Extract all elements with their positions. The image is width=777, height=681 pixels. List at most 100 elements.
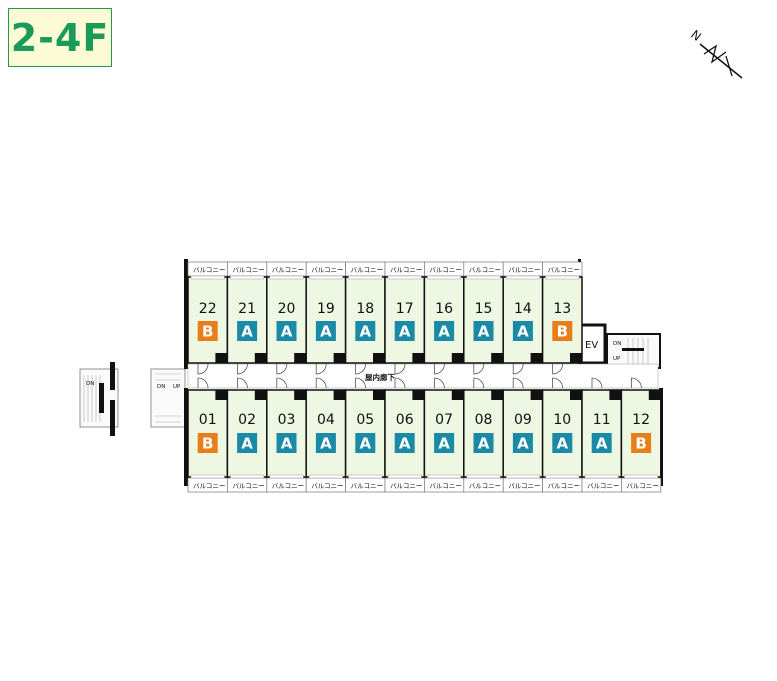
unit-11[interactable]: バルコニー 11A — [581, 377, 623, 493]
balcony-label: バルコニー — [508, 266, 540, 274]
unit-number: 18 — [356, 301, 374, 317]
unit-type-badge — [434, 321, 455, 341]
unit-type-badge — [276, 433, 297, 453]
balcony-label: バルコニー — [587, 482, 619, 490]
door-icon — [355, 363, 366, 375]
balcony-label: バルコニー — [548, 482, 580, 490]
unit-type-letter: A — [517, 435, 529, 453]
corridor: 屋内廊下 — [187, 363, 659, 389]
unit-number: 21 — [238, 301, 256, 317]
corridor-label: 屋内廊下 — [365, 372, 395, 382]
unit-type-badge — [552, 321, 573, 341]
east-stair-down-label: DN — [613, 341, 621, 347]
unit-type-badge — [434, 433, 455, 453]
top-units-row: バルコニー22Bバルコニー21Aバルコニー20Aバルコニー19Aバルコニー18A… — [187, 261, 583, 375]
window — [348, 474, 383, 479]
unit-number: 19 — [317, 301, 335, 317]
unit-room — [344, 276, 386, 364]
unit-number: 11 — [593, 412, 611, 428]
door-icon — [394, 377, 406, 389]
window — [269, 275, 304, 280]
unit-type-letter: A — [478, 435, 490, 453]
door-icon — [315, 363, 327, 375]
unit-type-badge — [552, 433, 573, 453]
unit-number: 01 — [199, 412, 217, 428]
west-stair: DN UP — [150, 368, 186, 428]
unit-type-letter: B — [202, 435, 213, 453]
partition-wall — [215, 353, 228, 363]
unit-type-letter: A — [320, 323, 332, 341]
unit-room — [226, 389, 268, 478]
door-icon — [512, 363, 524, 375]
door-icon — [315, 377, 327, 389]
door-icon — [591, 377, 603, 389]
bottom-units-row: バルコニー01Bバルコニー02Aバルコニー03Aバルコニー04Aバルコニー05A… — [187, 377, 662, 493]
elevator-label: EV — [585, 340, 598, 351]
elevator: EV — [579, 323, 607, 365]
unit-type-badge — [591, 433, 612, 453]
window — [505, 275, 540, 280]
door-icon — [237, 363, 248, 375]
partition-wall — [373, 390, 385, 400]
partition-wall — [373, 353, 385, 363]
unit-room — [423, 276, 465, 364]
partition-wall — [215, 390, 228, 400]
unit-number: 12 — [632, 412, 650, 428]
balcony-label: バルコニー — [429, 266, 461, 274]
partition-wall — [609, 390, 622, 400]
window — [505, 474, 540, 479]
window — [387, 474, 422, 479]
unit-type-letter: A — [320, 435, 332, 453]
door-icon — [355, 377, 366, 389]
unit-number: 08 — [475, 412, 493, 428]
balcony-label: バルコニー — [193, 266, 225, 274]
west-wall-bottom — [184, 388, 188, 486]
window — [545, 474, 580, 479]
window — [427, 275, 462, 280]
unit-type-letter: A — [596, 435, 608, 453]
partition-wall — [333, 353, 346, 363]
partition-wall — [294, 390, 307, 400]
unit-number: 02 — [238, 412, 256, 428]
balcony-label: バルコニー — [272, 266, 304, 274]
unit-type-badge — [355, 433, 376, 453]
door-icon — [473, 377, 485, 389]
unit-type-badge — [315, 321, 336, 341]
unit-type-badge — [197, 321, 218, 341]
partition-wall — [412, 390, 425, 400]
unit-number: 09 — [514, 412, 532, 428]
unit-number: 03 — [278, 412, 296, 428]
unit-type-letter: A — [399, 323, 411, 341]
door-icon — [434, 363, 445, 375]
unit-type-badge — [315, 433, 336, 453]
partition-wall — [254, 353, 267, 363]
unit-number: 15 — [475, 301, 493, 317]
window — [230, 275, 265, 280]
compass-label: N — [688, 27, 704, 44]
unit-type-letter: B — [202, 323, 213, 341]
window — [308, 275, 343, 280]
partition-wall — [530, 390, 543, 400]
